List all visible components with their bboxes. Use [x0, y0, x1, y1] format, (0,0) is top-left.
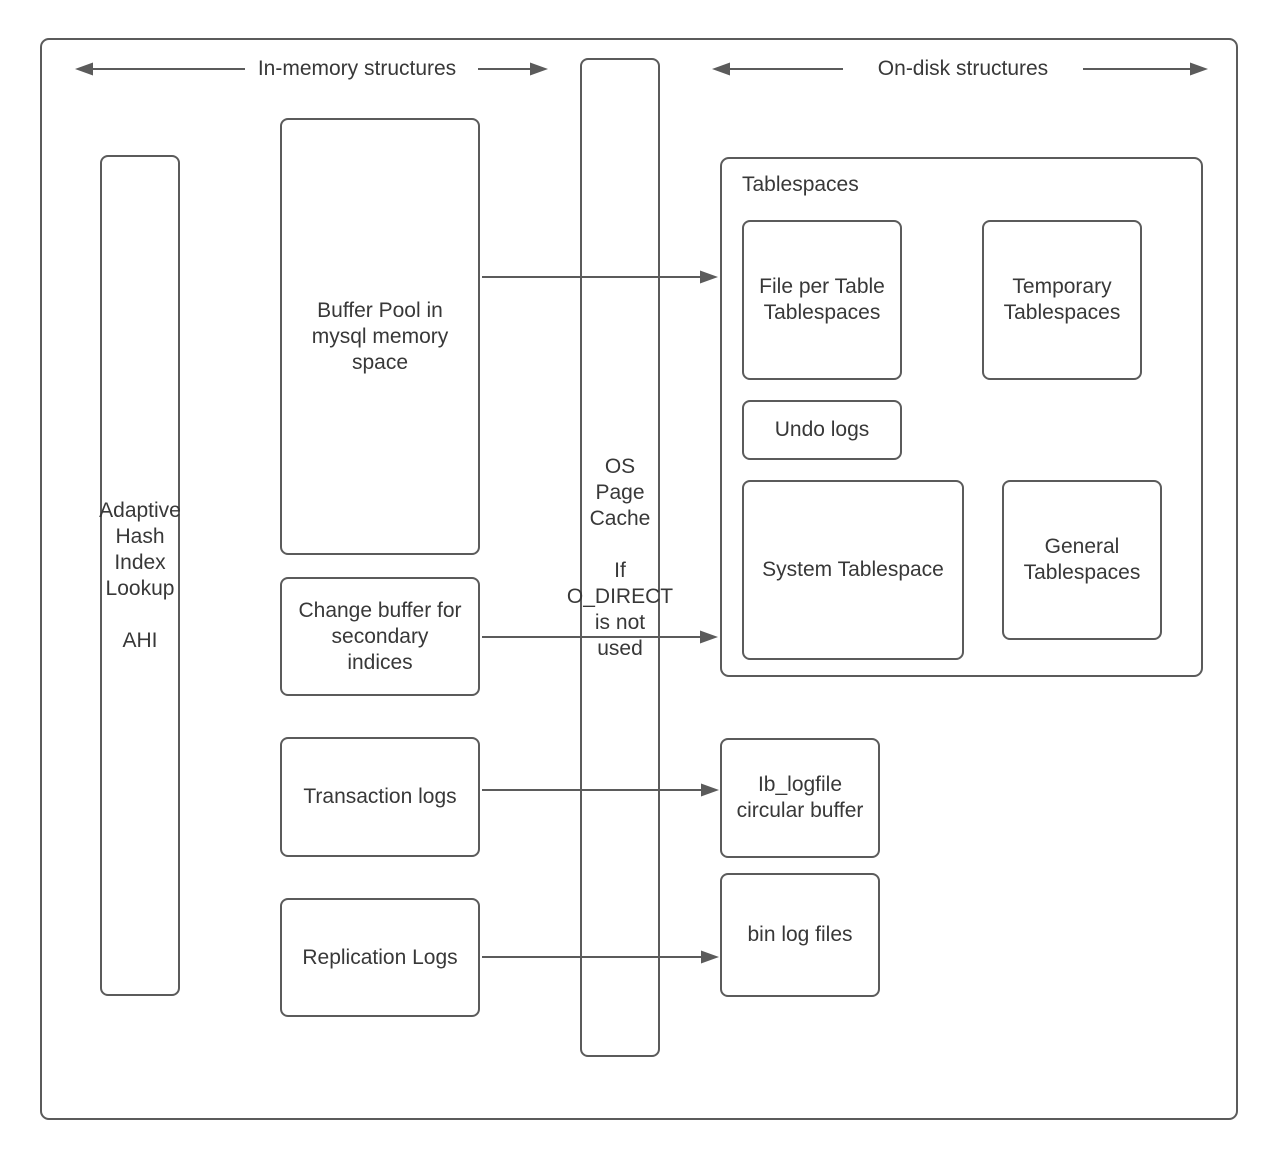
- node-label: mysql memory: [311, 324, 449, 348]
- node-transaction-logs: Transaction logs: [280, 737, 480, 857]
- node-label: Tablespaces: [1023, 561, 1141, 584]
- node-undo-logs: Undo logs: [742, 400, 902, 460]
- node-label: OS: [604, 454, 636, 478]
- node-label: bin log files: [747, 923, 853, 946]
- node-label: Undo logs: [774, 418, 870, 441]
- node-label: Replication Logs: [302, 945, 458, 969]
- node-general-tablespaces: General Tablespaces: [1002, 480, 1162, 640]
- node-bin-log-files: bin log files: [720, 873, 880, 997]
- node-label: is not: [594, 610, 646, 634]
- node-label: used: [597, 636, 643, 660]
- outer-frame: [40, 38, 1238, 1120]
- node-system-tablespace: System Tablespace: [742, 480, 964, 660]
- node-label: Change buffer for: [298, 598, 462, 622]
- node-label: indices: [347, 650, 413, 674]
- node-file-per-table-tablespaces: File per Table Tablespaces: [742, 220, 902, 380]
- node-buffer-pool: Buffer Pool in mysql memory space: [280, 118, 480, 555]
- node-label: secondary: [331, 624, 429, 648]
- node-label: O_DIRECT: [566, 584, 674, 608]
- node-change-buffer: Change buffer for secondary indices: [280, 577, 480, 696]
- tablespaces-container: Tablespaces File per Table Tablespaces T…: [720, 157, 1203, 677]
- tablespaces-label: Tablespaces: [742, 173, 859, 196]
- node-os-page-cache: OS Page Cache If O_DIRECT is not used: [567, 58, 673, 1057]
- node-label: Tablespaces: [763, 301, 881, 324]
- node-label: Tablespaces: [1003, 301, 1121, 324]
- node-adaptive-hash-index: Adaptive Hash Index Lookup AHI: [99, 155, 181, 996]
- node-label: AHI: [122, 628, 158, 652]
- on-disk-structures-label: On-disk structures: [877, 57, 1049, 80]
- node-ib-logfile-circular-buffer: Ib_logfile circular buffer: [720, 738, 880, 858]
- node-label: File per Table: [759, 275, 885, 298]
- node-temporary-tablespaces: Temporary Tablespaces: [982, 220, 1142, 380]
- node-label: Index: [114, 550, 166, 574]
- node-label: circular buffer: [736, 799, 864, 822]
- node-replication-logs: Replication Logs: [280, 898, 480, 1017]
- node-label: space: [351, 350, 409, 374]
- node-label: System Tablespace: [762, 558, 944, 581]
- node-label: General: [1044, 535, 1120, 558]
- node-label: Adaptive: [99, 498, 181, 522]
- node-label: Page: [595, 480, 645, 504]
- node-label: Lookup: [105, 576, 175, 600]
- in-memory-structures-label: In-memory structures: [257, 57, 457, 80]
- node-label: If: [614, 558, 626, 582]
- node-label: Ib_logfile: [757, 773, 843, 796]
- node-label: Hash: [115, 524, 165, 548]
- node-label: Buffer Pool in: [317, 298, 443, 322]
- node-label: Transaction logs: [303, 785, 457, 808]
- node-label: Temporary: [1012, 275, 1112, 298]
- node-label: Cache: [589, 506, 651, 530]
